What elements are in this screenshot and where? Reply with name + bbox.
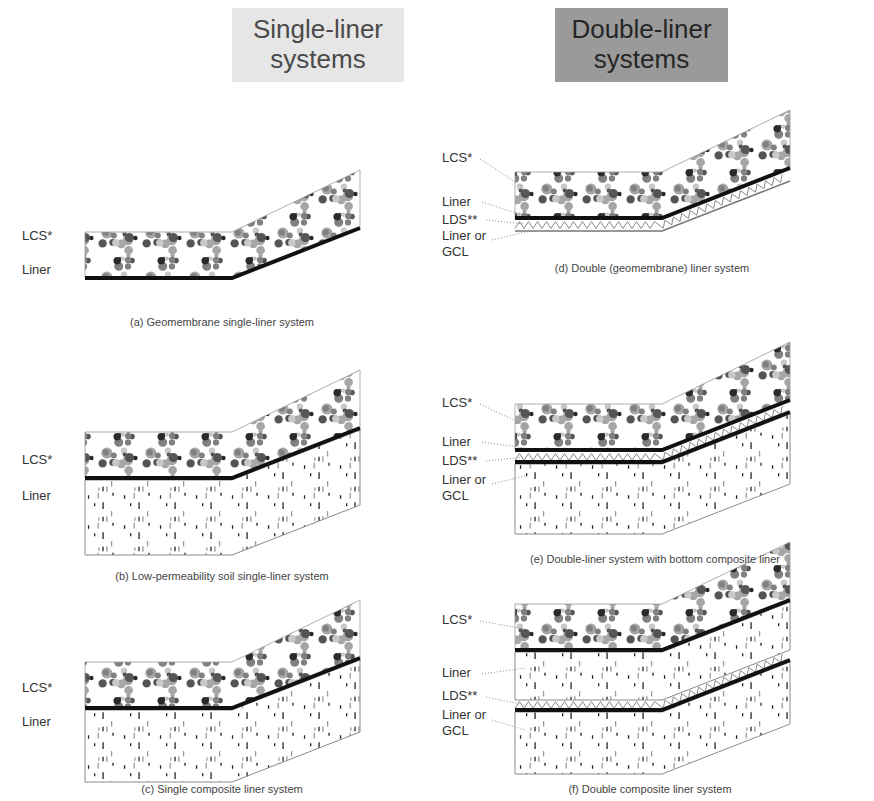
layer-label: LCS* [442,395,472,411]
gravel-layer [515,342,790,450]
leader-line [482,668,525,674]
leader-line [480,621,530,630]
layer-label: Liner [22,714,51,730]
geomembrane [85,658,360,708]
caption: (f) Double composite liner system [568,783,731,796]
layer-label: Liner or GCL [442,472,490,504]
leader-line [482,202,525,216]
leader-line [492,720,525,730]
gcl-layer [515,181,790,231]
layer-label: LCS* [442,150,472,166]
liner-section [515,342,790,534]
layer-label: LDS** [442,212,477,228]
caption: (a) Geomembrane single-liner system [130,316,314,329]
layer-label: LCS* [22,680,52,696]
leader-line [482,442,525,448]
leader-line [486,457,525,461]
layer-label: LDS** [442,453,477,469]
layer-label: Liner or GCL [442,707,490,739]
leader-line [492,476,525,484]
leader-line [480,404,530,428]
gravel-layer [85,370,360,478]
geomembrane [515,412,790,462]
liner-section [85,370,360,555]
clay-soil [515,662,790,774]
drainage-geonet [515,654,782,708]
liner-section [515,542,790,774]
geomembrane [515,660,790,710]
gravel-layer [515,542,790,650]
caption: (b) Low-permeability soil single-liner s… [115,570,328,583]
geomembrane [515,168,790,218]
geomembrane [515,400,790,450]
liner-section [515,110,790,231]
caption: (d) Double (geomembrane) liner system [555,262,749,275]
header-text: Single-liner systems [232,15,404,75]
leader-line [486,220,525,224]
layer-label: LDS** [442,688,477,704]
leader-line [492,232,525,240]
layer-label: LCS* [442,612,472,628]
leader-line [486,697,525,705]
layer-label: LCS* [22,452,52,468]
gravel-layer [515,110,790,218]
layer-label: Liner [442,194,471,210]
layer-label: Liner [22,488,51,504]
caption: (e) Double-liner system with bottom comp… [530,553,780,566]
liner-section [85,170,360,278]
liner-section [85,600,360,782]
layer-label: Liner [442,434,471,450]
header-box: Double-liner systems [555,8,728,82]
header-box: Single-liner systems [232,8,404,82]
geomembrane [85,428,360,478]
layer-label: Liner or GCL [442,228,490,260]
drainage-geonet [515,174,782,228]
drainage-geonet [515,406,782,460]
caption: (c) Single composite liner system [141,783,302,796]
gravel-layer [85,170,360,278]
geomembrane [515,600,790,650]
geomembrane [85,228,360,278]
layer-label: Liner [442,665,471,681]
layer-label: Liner [22,262,51,278]
layer-label: LCS* [22,228,52,244]
leader-line [480,159,530,192]
header-text: Double-liner systems [555,15,728,75]
gravel-layer [85,600,360,708]
